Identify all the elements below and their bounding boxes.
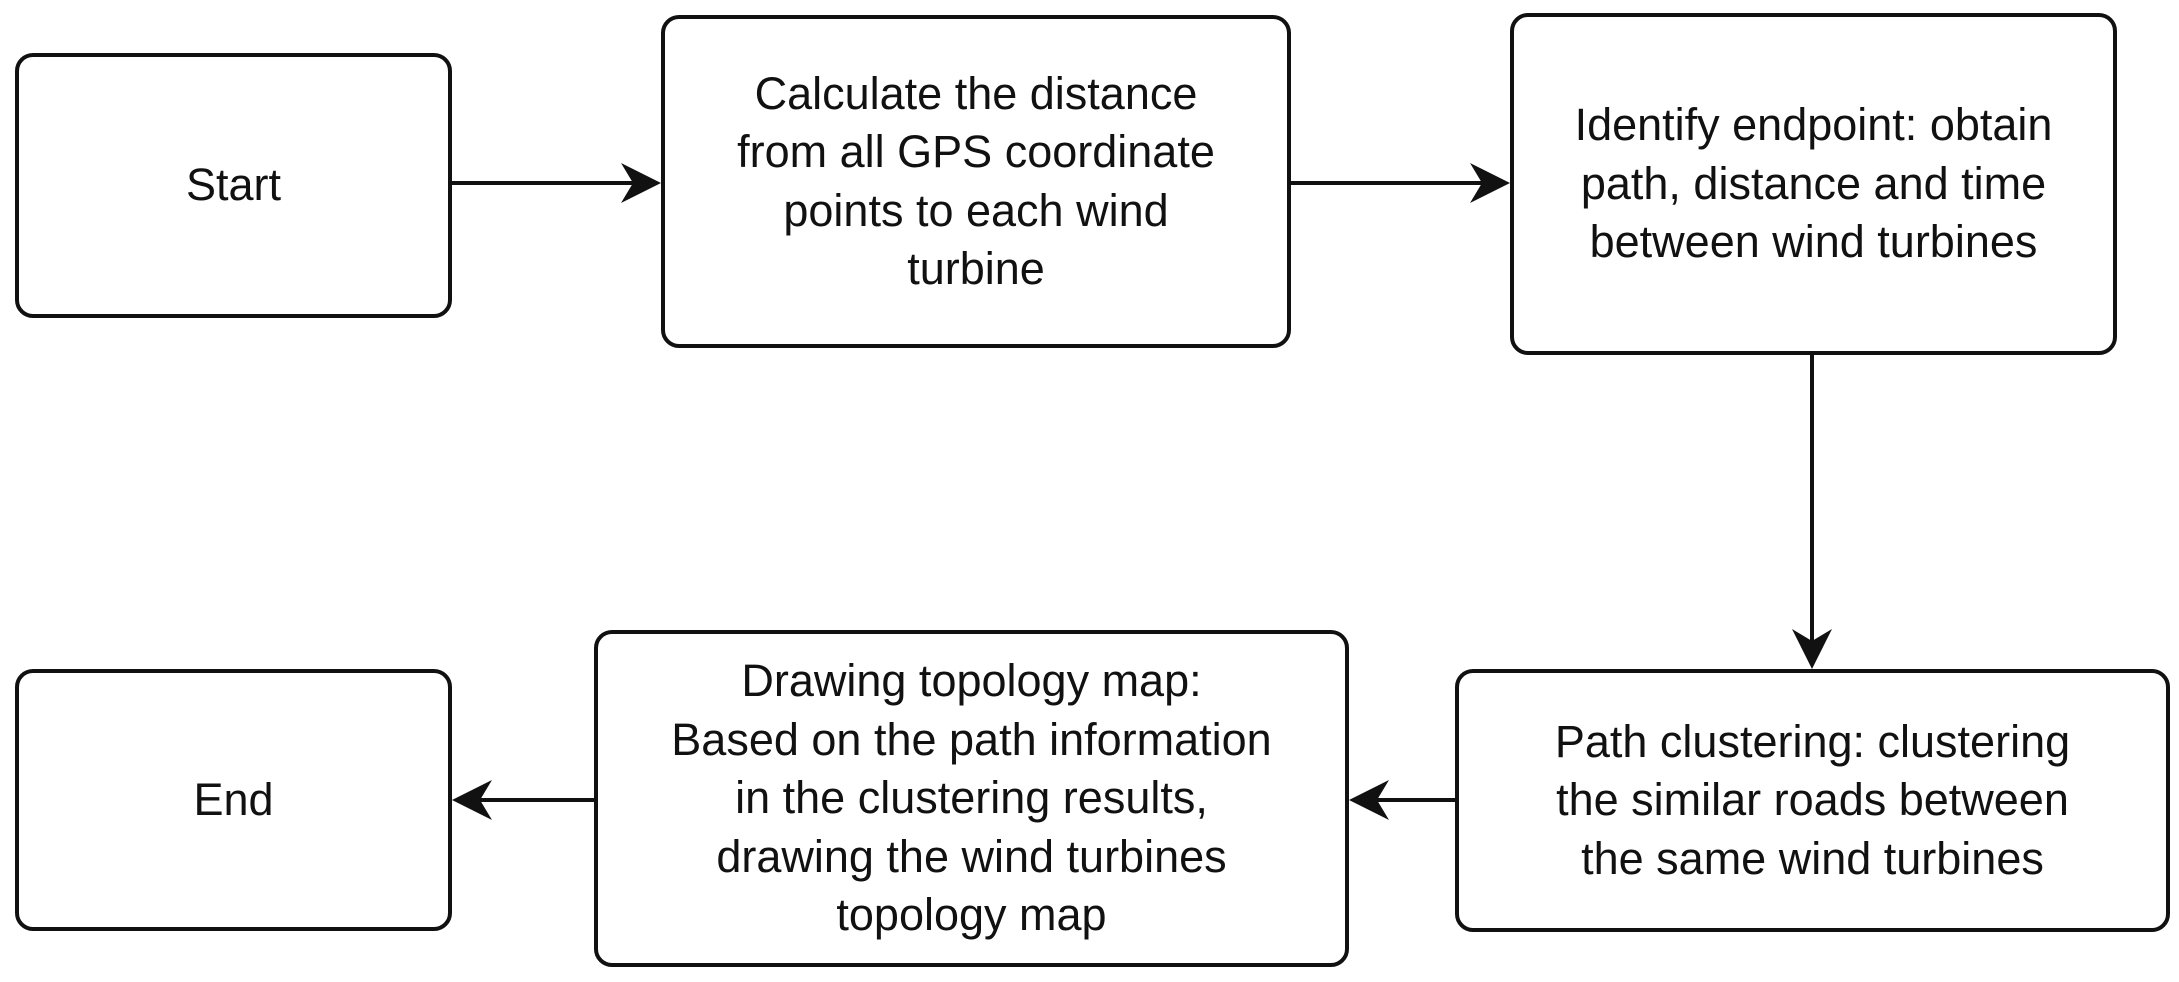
start-node: Start bbox=[15, 53, 452, 318]
end-node: End bbox=[15, 669, 452, 931]
drawing-topology-map-node-label: Drawing topology map:Based on the path i… bbox=[671, 655, 1272, 941]
drawing-topology-map-node: Drawing topology map:Based on the path i… bbox=[594, 630, 1349, 967]
end-node-label: End bbox=[193, 773, 274, 825]
start-node-label: Start bbox=[185, 159, 282, 211]
